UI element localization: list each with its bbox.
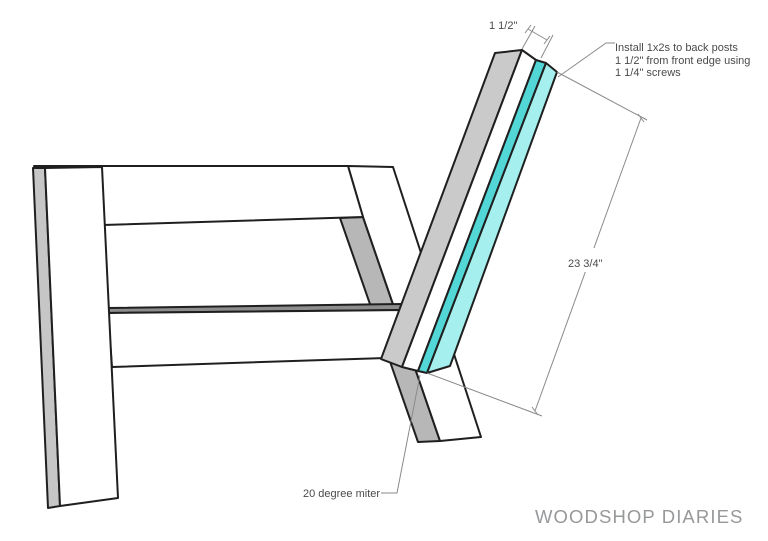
extension-line: [556, 71, 648, 121]
dimension-tick: [637, 113, 645, 123]
dimension-tick: [543, 35, 551, 45]
install-note-line3: 1 1/4" screws: [615, 67, 681, 79]
length-dimension-label: 23 3/4": [568, 258, 603, 270]
dimension-tick: [524, 24, 532, 34]
seat-rail-face: [107, 309, 404, 368]
dimension-label-mask: [563, 248, 613, 272]
extension-line: [521, 25, 536, 50]
width-dimension-label: 1 1/2": [489, 20, 517, 32]
miter-label: 20 degree miter: [303, 488, 380, 500]
extension-line: [426, 372, 543, 417]
dimension-line: [527, 28, 548, 41]
install-note-line1: Install 1x2s to back posts: [615, 42, 738, 54]
back-post-front-face: [401, 49, 537, 372]
chair-frame: [32, 49, 558, 509]
watermark-logo: WOODSHOP DIARIES: [535, 506, 743, 527]
front-leg-front-face: [44, 166, 119, 507]
extension-line: [540, 34, 554, 59]
note-leader-line: [557, 42, 615, 78]
install-note-line2: 1 1/2" from front edge using: [615, 55, 750, 67]
miter-leader-line: [381, 374, 421, 494]
1x2-board-face: [426, 62, 558, 374]
diagram-labels: 1 1/2" Install 1x2s to back posts 1 1/2"…: [303, 20, 750, 527]
